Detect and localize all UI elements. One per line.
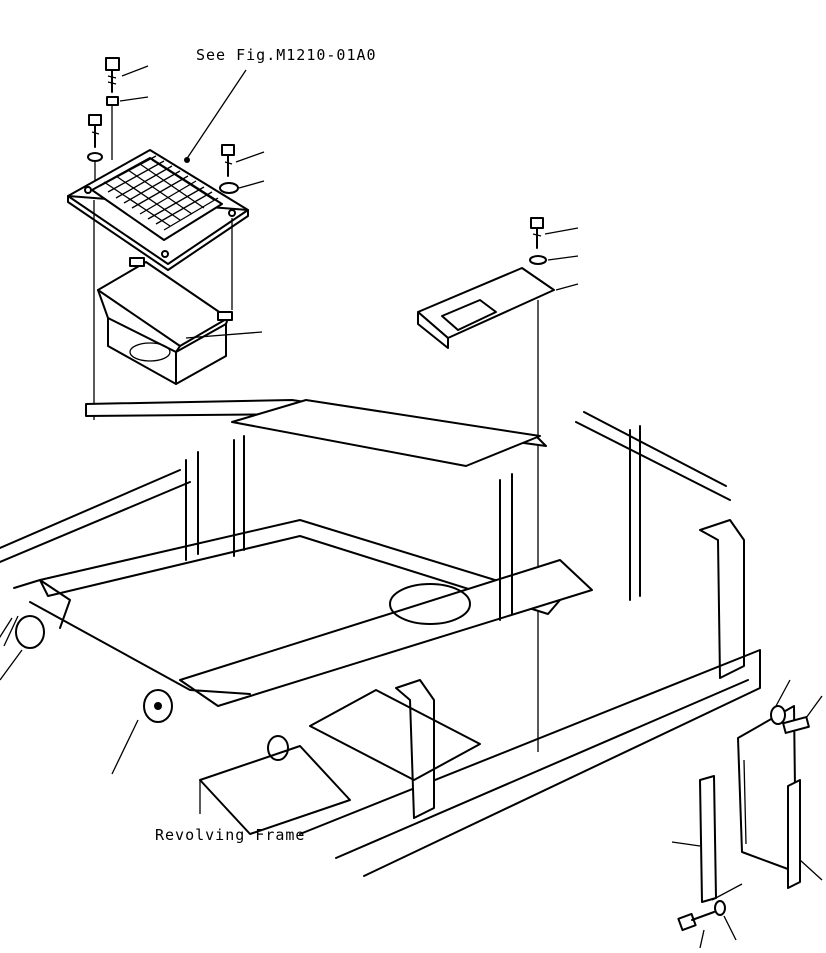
right-bolt (219, 144, 265, 194)
see-fig-leader (185, 69, 247, 161)
grille-cover (67, 149, 249, 420)
rubber-seal (671, 775, 717, 903)
mount-bracket (417, 267, 579, 752)
side-cover (737, 679, 823, 889)
box-bracket (97, 257, 263, 385)
revolving-frame (0, 399, 761, 877)
bottom-bolt (677, 883, 743, 949)
center-bolt (529, 217, 579, 265)
left-bolt (87, 114, 103, 188)
see-figure-reference: See Fig.M1210-01A0 (196, 46, 377, 64)
top-washer (106, 96, 149, 160)
top-bolt (105, 57, 149, 93)
revolving-frame-label: Revolving Frame (155, 826, 306, 844)
